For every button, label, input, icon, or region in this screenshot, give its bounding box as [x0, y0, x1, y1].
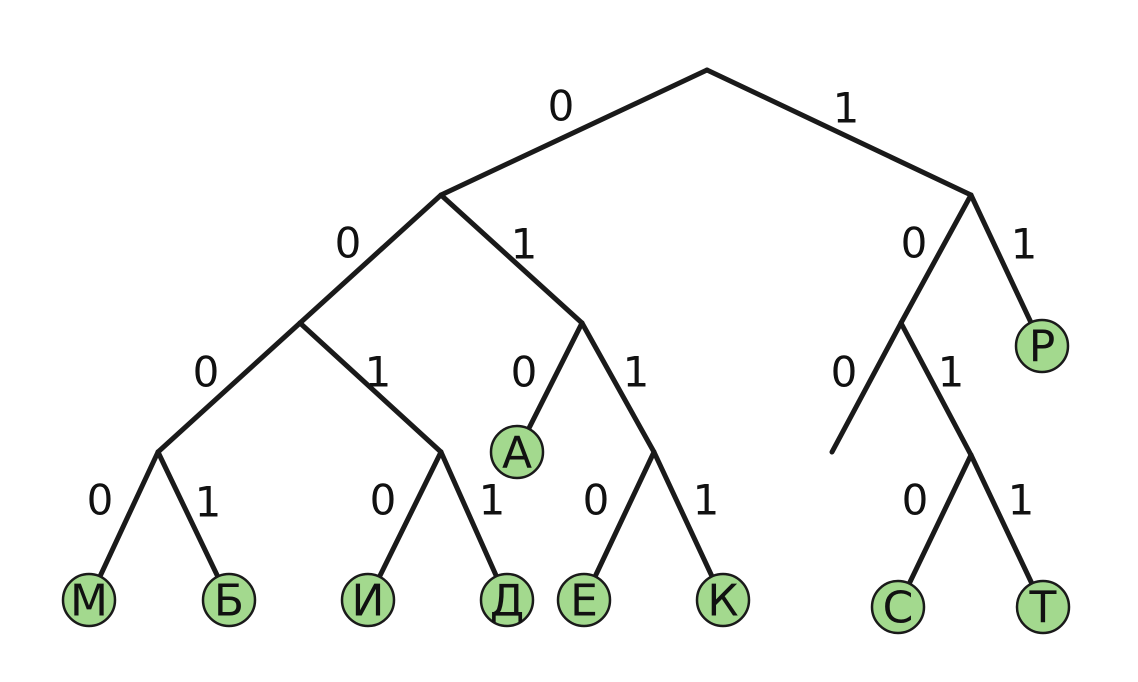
- edge-bit-label: 1: [833, 84, 860, 133]
- leaf-circle: [556, 572, 612, 628]
- tree-edge: [526, 320, 585, 432]
- leaf-node: И: [340, 572, 396, 628]
- edge-bit-label: 0: [831, 348, 858, 397]
- tree-edge: [97, 449, 161, 579]
- tree-edge: [579, 320, 657, 455]
- edge-bit-label: 1: [693, 476, 720, 525]
- leaf-letter: Д: [490, 576, 524, 627]
- edge-bit-label: 1: [195, 478, 222, 527]
- leaf-node: К: [695, 572, 751, 628]
- tree-edge: [297, 320, 444, 455]
- tree-edge: [155, 449, 221, 580]
- tree-edge-labels: 0 1 0 1 0 1 0 1 0 1 0 1 0 1 0 1 0 1 0 1: [87, 82, 1038, 527]
- edge-bit-label: 0: [335, 219, 362, 268]
- edge-bit-label: 0: [901, 219, 928, 268]
- tree-edges: [97, 67, 1035, 587]
- leaf-letter: К: [707, 576, 738, 627]
- leaf-letter: М: [70, 576, 108, 627]
- leaf-node: Д: [479, 572, 535, 628]
- tree-edge: [592, 449, 657, 579]
- tree-edge: [651, 449, 715, 579]
- leaf-circle: [489, 424, 545, 480]
- edge-bit-label: 1: [1008, 476, 1035, 525]
- edge-bit-label: 0: [370, 476, 397, 525]
- edge-bit-label: 1: [1011, 220, 1038, 269]
- edge-bit-label: 1: [365, 348, 392, 397]
- edge-bit-label: 1: [623, 348, 650, 397]
- tree-edge: [438, 67, 710, 198]
- tree-edge: [968, 192, 1034, 325]
- leaf-letter: И: [352, 576, 385, 627]
- leaf-letter: Т: [1029, 583, 1057, 634]
- tree-edge: [155, 320, 303, 455]
- leaf-letter: С: [883, 583, 914, 634]
- leaf-node: М: [61, 572, 117, 628]
- leaf-node: Р: [1014, 318, 1070, 374]
- edge-bit-label: 0: [511, 348, 538, 397]
- tree-edge: [906, 452, 974, 587]
- edge-bit-label: 1: [511, 220, 538, 269]
- tree-edge: [297, 192, 444, 326]
- edge-bit-label: 0: [583, 476, 610, 525]
- leaf-circle: [870, 579, 926, 635]
- leaf-letter: Р: [1029, 322, 1056, 373]
- edge-bit-label: 0: [193, 348, 220, 397]
- leaf-letter: Е: [570, 576, 598, 627]
- leaf-circle: [1015, 579, 1071, 635]
- edge-bit-label: 0: [548, 82, 575, 131]
- leaf-circle: [479, 572, 535, 628]
- leaf-node: А: [489, 424, 545, 480]
- tree-edge: [438, 449, 499, 579]
- edge-bit-label: 1: [938, 348, 965, 397]
- leaf-circle: [61, 572, 117, 628]
- tree-edge: [898, 320, 974, 458]
- leaf-node: Б: [201, 572, 257, 628]
- edge-bit-label: 0: [87, 476, 114, 525]
- tree-edge: [704, 67, 974, 198]
- tree-edge: [829, 320, 904, 455]
- leaf-circle: [340, 572, 396, 628]
- leaf-letter: А: [502, 428, 532, 479]
- leaf-circle: [695, 572, 751, 628]
- leaf-node: Т: [1015, 579, 1071, 635]
- tree-edge: [968, 452, 1035, 587]
- leaf-letter: Б: [214, 576, 244, 627]
- tree-edge: [438, 192, 585, 326]
- leaf-node: Е: [556, 572, 612, 628]
- leaf-node: С: [870, 579, 926, 635]
- tree-edge: [377, 449, 444, 580]
- edge-bit-label: 1: [479, 476, 506, 525]
- tree-edge: [898, 192, 974, 326]
- leaf-circle: [1014, 318, 1070, 374]
- leaf-circle: [201, 572, 257, 628]
- edge-bit-label: 0: [902, 476, 929, 525]
